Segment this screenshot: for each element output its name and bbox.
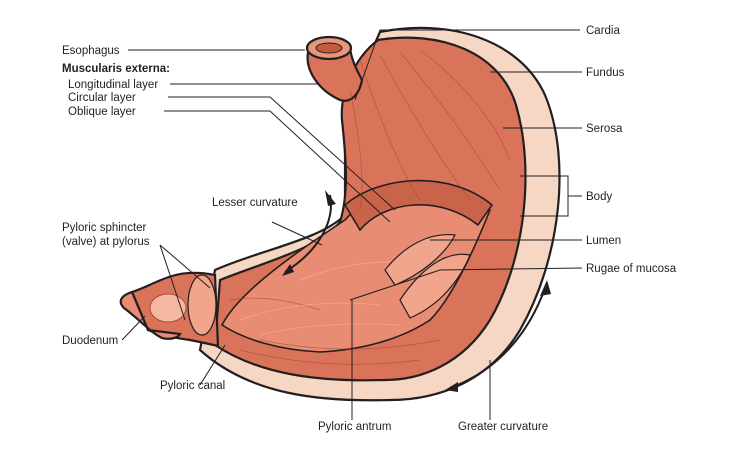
label-muscularis-externa: Muscularis externa:	[62, 63, 170, 75]
greater-curvature-arrow	[445, 280, 551, 392]
label-rugae-of-mucosa: Rugae of mucosa	[586, 263, 677, 275]
muscle-fibers	[229, 49, 511, 365]
label-pyloric-sphincter-line2: (valve) at pylorus	[62, 236, 150, 248]
label-circular-layer: Circular layer	[68, 92, 136, 104]
label-lesser-curvature: Lesser curvature	[212, 197, 298, 209]
lesser-curvature-arrow	[282, 190, 336, 276]
label-body: Body	[586, 191, 612, 203]
label-esophagus: Esophagus	[62, 45, 120, 57]
label-pyloric-sphincter: Pyloric sphincter	[62, 222, 147, 234]
label-longitudinal-layer: Longitudinal layer	[68, 79, 158, 91]
leader-lines	[121, 29, 583, 420]
label-oblique-layer: Oblique layer	[68, 106, 136, 118]
label-duodenum: Duodenum	[62, 335, 118, 347]
rugae-fold	[384, 233, 456, 286]
duodenum-lumen	[149, 293, 187, 323]
oblique-layer-window	[343, 179, 494, 232]
pyloric-sphincter-ring	[187, 274, 217, 336]
label-lumen: Lumen	[586, 235, 621, 247]
label-cardia: Cardia	[586, 25, 620, 37]
label-serosa: Serosa	[586, 123, 623, 135]
esophagus-tube	[306, 46, 364, 102]
label-greater-curvature: Greater curvature	[458, 421, 548, 433]
esophagus-lumen	[315, 42, 343, 54]
label-pyloric-canal: Pyloric canal	[160, 380, 225, 392]
duodenum-stub	[119, 290, 182, 340]
label-fundus: Fundus	[586, 67, 625, 79]
label-pyloric-antrum: Pyloric antrum	[318, 421, 392, 433]
